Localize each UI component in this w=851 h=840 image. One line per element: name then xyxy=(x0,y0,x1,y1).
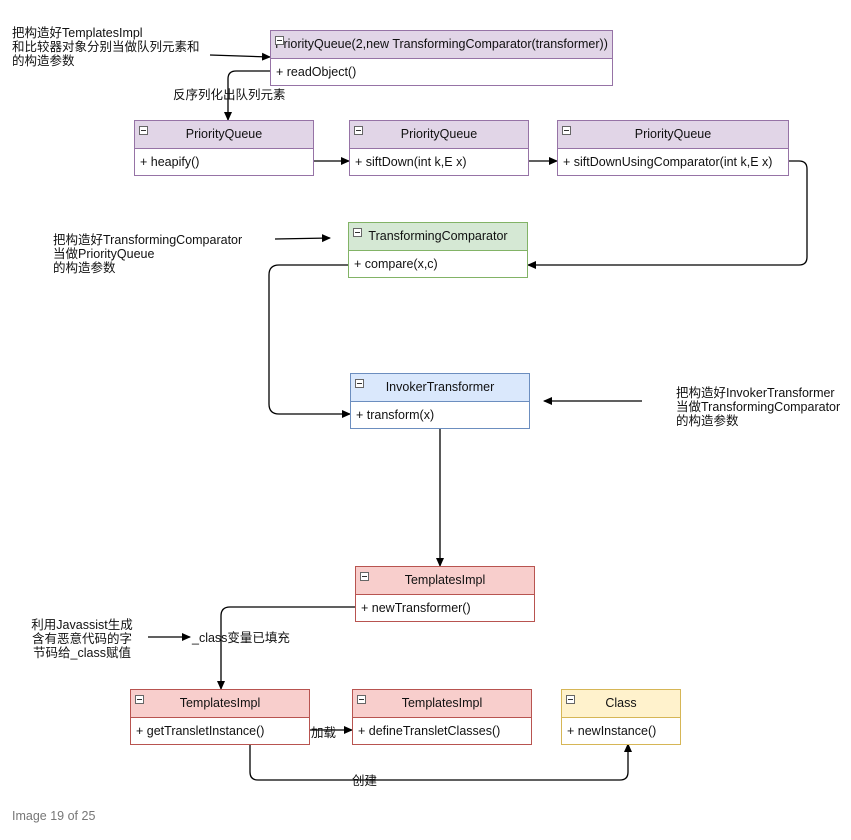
class-method: + getTransletInstance() xyxy=(136,724,265,738)
class-name: PriorityQueue xyxy=(634,127,712,141)
class-box-header: Class xyxy=(562,690,680,718)
class-box-header: TemplatesImpl xyxy=(353,690,531,718)
class-name: PriorityQueue xyxy=(400,127,478,141)
collapse-icon[interactable] xyxy=(355,379,364,388)
collapse-icon[interactable] xyxy=(139,126,148,135)
class-box-header: PriorityQueue(2,new TransformingComparat… xyxy=(271,31,612,59)
arrow-comparator-to-compare xyxy=(527,160,808,269)
collapse-icon[interactable] xyxy=(135,695,144,704)
collapse-icon[interactable] xyxy=(360,572,369,581)
class-box-templatesimpl-gettransletinstance[interactable]: TemplatesImpl + getTransletInstance() xyxy=(130,689,310,745)
class-method: + heapify() xyxy=(140,155,200,169)
arrow-gettranslet-to-newinstance xyxy=(249,743,632,781)
class-box-transformingcomparator[interactable]: TransformingComparator + compare(x,c) xyxy=(348,222,528,278)
class-box-priorityqueue-main[interactable]: PriorityQueue(2,new TransformingComparat… xyxy=(270,30,613,86)
label-create: 创建 xyxy=(352,774,378,788)
class-name: TemplatesImpl xyxy=(401,696,483,710)
class-name: Class xyxy=(605,696,637,710)
class-box-header: InvokerTransformer xyxy=(351,374,529,402)
class-method: + compare(x,c) xyxy=(354,257,438,271)
class-box-header: TemplatesImpl xyxy=(356,567,534,595)
collapse-icon[interactable] xyxy=(354,126,363,135)
collapse-icon[interactable] xyxy=(357,695,366,704)
arrow-pq-main-to-heapify xyxy=(224,70,270,121)
class-method: + readObject() xyxy=(276,65,357,79)
note-deserialize: 反序列化出队列元素 xyxy=(173,88,286,102)
class-method: + newTransformer() xyxy=(361,601,471,615)
class-box-priorityqueue-siftdownusingcomparator[interactable]: PriorityQueue + siftDownUsingComparator(… xyxy=(557,120,789,176)
class-box-class-newinstance[interactable]: Class + newInstance() xyxy=(561,689,681,745)
note-construct-transformingcomparator: 把构造好TransformingComparator 当做PriorityQue… xyxy=(53,233,243,275)
class-method: + siftDown(int k,E x) xyxy=(355,155,467,169)
arrow-note1-to-pq-main xyxy=(209,52,271,61)
arrow-newtransformer-to-gettranslet xyxy=(217,606,355,690)
class-box-invokertransformer[interactable]: InvokerTransformer + transform(x) xyxy=(350,373,530,429)
class-box-priorityqueue-siftdown[interactable]: PriorityQueue + siftDown(int k,E x) xyxy=(349,120,529,176)
class-box-header: PriorityQueue xyxy=(558,121,788,149)
class-method: + siftDownUsingComparator(int k,E x) xyxy=(563,155,773,169)
class-box-header: TransformingComparator xyxy=(349,223,527,251)
arrow-note3-to-tc xyxy=(274,234,331,243)
class-method: + defineTransletClasses() xyxy=(358,724,501,738)
class-name: PriorityQueue(2,new TransformingComparat… xyxy=(275,37,608,51)
class-box-header: PriorityQueue xyxy=(135,121,313,149)
collapse-icon[interactable] xyxy=(275,36,284,45)
class-name: TransformingComparator xyxy=(368,229,508,243)
class-box-templatesimpl-newtransformer[interactable]: TemplatesImpl + newTransformer() xyxy=(355,566,535,622)
class-method: + transform(x) xyxy=(356,408,435,422)
note-construct-templatesimpl: 把构造好TemplatesImpl 和比较器对象分别当做队列元素和 的构造参数 xyxy=(12,26,200,68)
note-construct-invokertransformer: 把构造好InvokerTransformer 当做TransformingCom… xyxy=(676,386,841,428)
class-box-header: TemplatesImpl xyxy=(131,690,309,718)
class-method: + newInstance() xyxy=(567,724,657,738)
collapse-icon[interactable] xyxy=(562,126,571,135)
note-class-filled: _class变量已填充 xyxy=(192,631,290,645)
class-name: TemplatesImpl xyxy=(179,696,261,710)
arrow-compare-to-transform xyxy=(268,264,351,418)
class-box-header: PriorityQueue xyxy=(350,121,528,149)
note-javassist: 利用Javassist生成 含有恶意代码的字 节码给_class赋值 xyxy=(31,618,133,660)
class-name: TemplatesImpl xyxy=(404,573,486,587)
class-name: InvokerTransformer xyxy=(385,380,495,394)
collapse-icon[interactable] xyxy=(353,228,362,237)
image-counter: Image 19 of 25 xyxy=(12,809,96,823)
class-name: PriorityQueue xyxy=(185,127,263,141)
class-box-priorityqueue-heapify[interactable]: PriorityQueue + heapify() xyxy=(134,120,314,176)
label-load: 加载 xyxy=(311,726,337,740)
class-box-templatesimpl-definetransletclasses[interactable]: TemplatesImpl + defineTransletClasses() xyxy=(352,689,532,745)
collapse-icon[interactable] xyxy=(566,695,575,704)
